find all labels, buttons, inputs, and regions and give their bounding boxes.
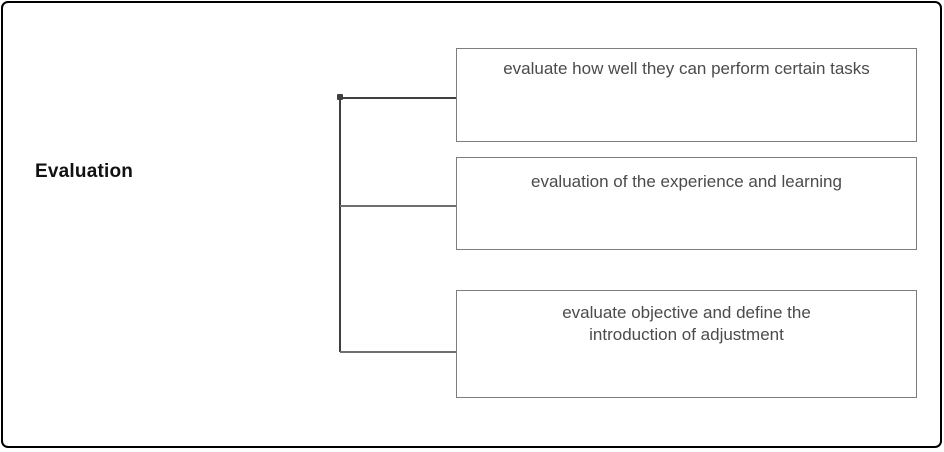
- connector-branch-line-bottom: [340, 351, 457, 353]
- branch-box-label: evaluate objective and define the introd…: [562, 303, 811, 345]
- connector-endpoint-dot: [337, 94, 343, 100]
- branch-box-objective-adjustment: evaluate objective and define the introd…: [456, 290, 917, 398]
- root-node-label: Evaluation: [35, 161, 134, 182]
- branch-box-label: evaluation of the experience and learnin…: [531, 172, 842, 191]
- connector-branch-line-top: [340, 97, 457, 99]
- branch-box-label: evaluate how well they can perform certa…: [503, 59, 870, 78]
- connector-branch-line-middle: [340, 205, 457, 207]
- connector-vertical-line: [339, 97, 341, 352]
- branch-box-experience-learning: evaluation of the experience and learnin…: [456, 157, 917, 250]
- branch-box-perform-tasks: evaluate how well they can perform certa…: [456, 48, 917, 142]
